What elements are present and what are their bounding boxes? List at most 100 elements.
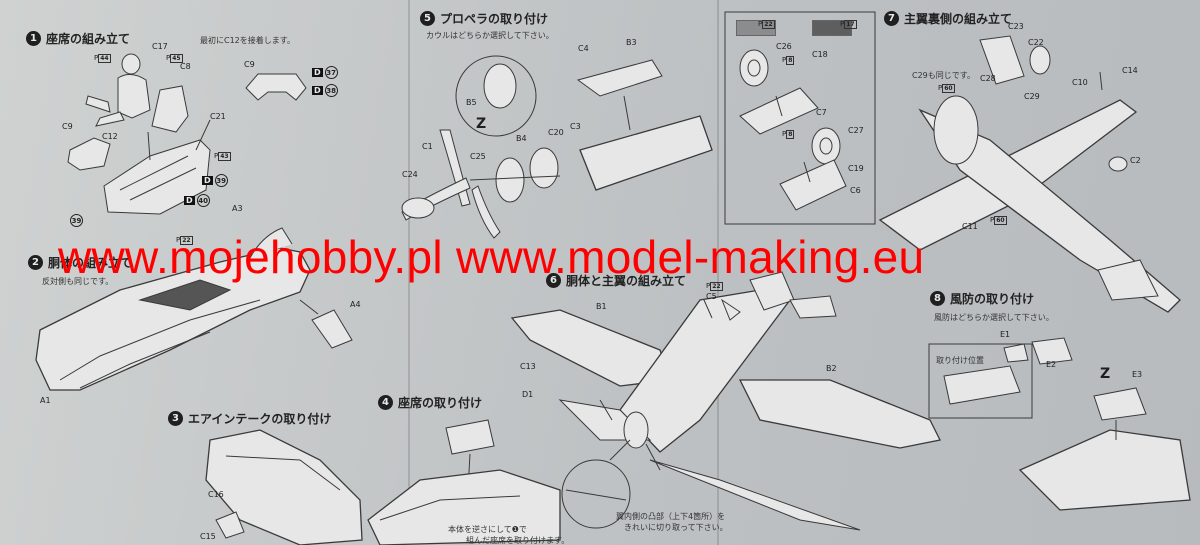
step-number: 8	[930, 291, 945, 306]
step-4-note-2: 組んだ座席を取り付けます。	[466, 536, 570, 545]
step-title: 風防の取り付け	[950, 292, 1035, 306]
part-label: A3	[232, 204, 243, 213]
step-7-heading: 7 主翼裏側の組み立て	[884, 10, 1012, 27]
propeller-assembly	[401, 55, 713, 239]
decal-number: 37	[324, 66, 338, 79]
part-label: C19	[848, 164, 864, 173]
step-8-position-note: 取り付け位置	[936, 356, 984, 365]
step-title: プロペラの取り付け	[440, 12, 549, 26]
part-label: C7	[816, 108, 827, 117]
part-label: C17	[152, 42, 168, 51]
watermark-text: www.mojehobby.pl www.model-making.eu	[58, 231, 925, 283]
step-6-heading: 6 胴体と主翼の組み立て	[546, 272, 686, 289]
step-number: 5	[420, 11, 435, 26]
step-5-note: カウルはどちらか選択して下さい。	[426, 31, 554, 40]
step-5-heading: 5 プロペラの取り付け	[420, 10, 548, 27]
part-label: B4	[516, 134, 527, 143]
part-label: C14	[1122, 66, 1138, 75]
step-6-note: 翼内側の凸部（上下4箇所）を	[616, 512, 726, 521]
part-label: C5	[706, 292, 717, 301]
step-4-heading: 4 座席の取り付け	[378, 394, 482, 411]
part-label: C22	[1028, 38, 1044, 47]
part-label: C8	[180, 62, 191, 71]
part-label: C29	[1024, 92, 1040, 101]
inset-frame	[928, 343, 1033, 419]
paint-ref-number: 17	[844, 20, 857, 29]
decal-letter: D	[184, 196, 195, 205]
step-title: 主翼裏側の組み立て	[904, 12, 1013, 26]
decal-letter: D	[312, 68, 323, 77]
part-label: C1	[422, 142, 433, 151]
part-label: C21	[210, 112, 226, 121]
part-label: C15	[200, 532, 216, 541]
decal-letter: D	[312, 86, 323, 95]
decal-number: 40	[196, 194, 210, 207]
step-4-note: 本体を逆さにして❶で	[448, 525, 527, 534]
step-1-note: 最初にC12を接着します。	[200, 36, 295, 45]
step-2-heading: 2 胴体の組み立て	[28, 254, 132, 271]
paint-ref-number: 60	[942, 84, 955, 93]
step-title: 座席の取り付け	[398, 396, 483, 410]
intake-assembly	[205, 429, 363, 545]
paint-ref-number: 22	[762, 20, 775, 29]
part-label: C18	[812, 50, 828, 59]
step-2-note: 反対側も同じです。	[42, 277, 114, 286]
canopy-assembly	[928, 337, 1191, 511]
wheel-parts	[739, 49, 847, 211]
fuselage-half	[35, 227, 311, 391]
step-3-heading: 3 エアインテークの取り付け	[168, 410, 331, 427]
step-title: 座席の組み立て	[46, 32, 131, 46]
part-label: A4	[350, 300, 361, 309]
color-swatch-a	[736, 20, 776, 36]
a4-part	[311, 309, 353, 349]
step-number: 1	[26, 31, 41, 46]
part-label: C27	[848, 126, 864, 135]
part-label: C16	[208, 490, 224, 499]
aircraft-main-assembly	[510, 271, 941, 531]
step-title: エアインテークの取り付け	[188, 412, 332, 426]
paint-ref-number: 8	[786, 56, 795, 65]
part-label: C2	[1130, 156, 1141, 165]
part-label: E2	[1046, 360, 1057, 369]
step-title: 胴体の組み立て	[48, 256, 133, 270]
c9-part-left	[67, 137, 111, 171]
part-label: C6	[850, 186, 861, 195]
step-7-note: C29も同じです。	[912, 71, 975, 80]
step-number: 6	[546, 273, 561, 288]
part-label: B5	[466, 98, 477, 107]
part-label: C10	[1072, 78, 1088, 87]
paint-ref-number: 8	[786, 130, 795, 139]
decal-number: 39	[214, 174, 228, 187]
z-mark-icon: Z	[476, 116, 487, 132]
step-number: 7	[884, 11, 899, 26]
paint-ref-number: 60	[994, 216, 1007, 225]
c9-part	[245, 73, 307, 101]
part-label: C9	[244, 60, 255, 69]
detail-frame	[724, 11, 876, 225]
part-label: C13	[520, 362, 536, 371]
part-label: C4	[578, 44, 589, 53]
step-8-heading: 8 風防の取り付け	[930, 290, 1034, 307]
pilot-figure	[85, 53, 151, 127]
part-label: C11	[962, 222, 978, 231]
paint-ref-number: 22	[180, 236, 193, 245]
part-label: D1	[522, 390, 534, 399]
part-label: A1	[40, 396, 51, 405]
paint-ref-number: 43	[218, 152, 231, 161]
part-label: C25	[470, 152, 486, 161]
part-label: B2	[826, 364, 837, 373]
decal-number: 39	[70, 214, 83, 227]
